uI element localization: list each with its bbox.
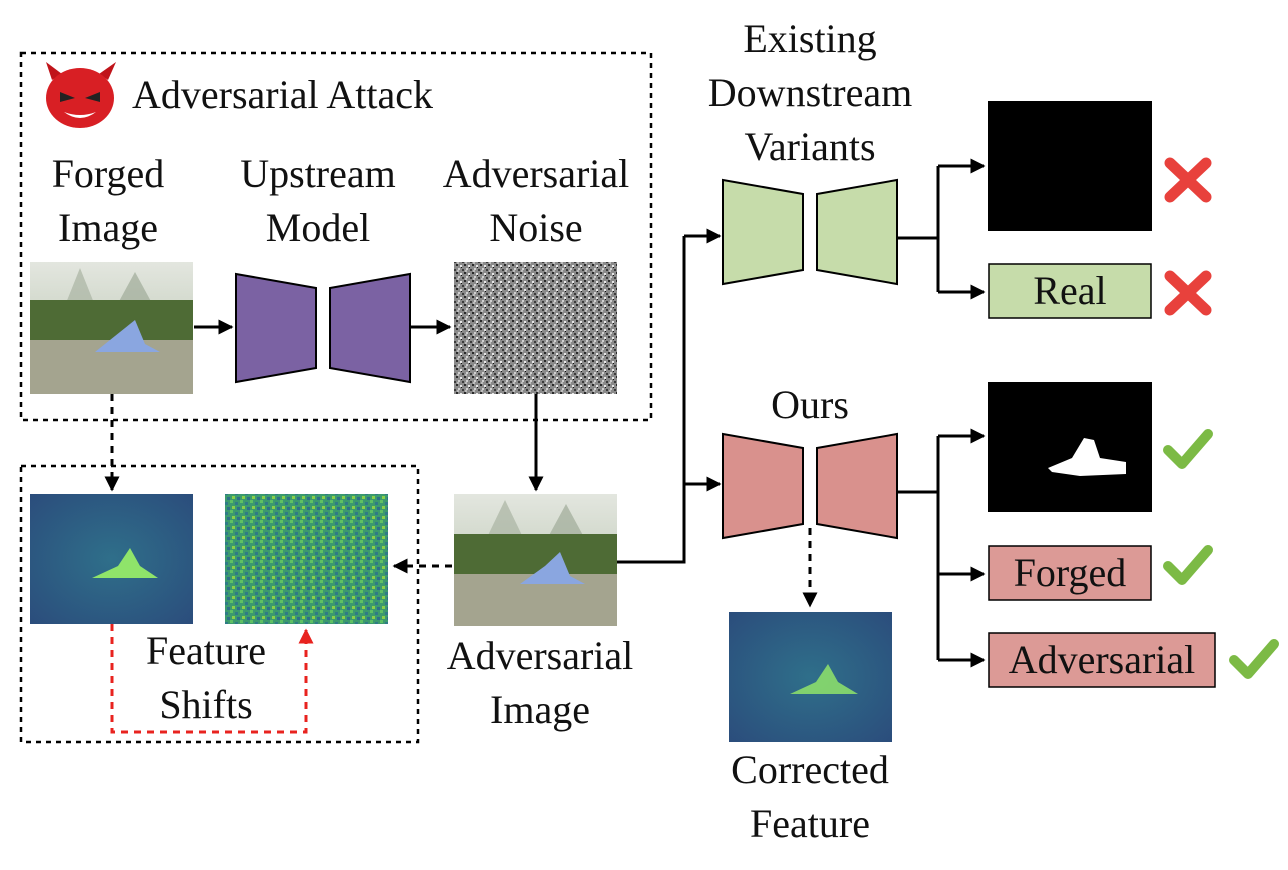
arrow-adv-image-branch: [617, 236, 686, 564]
corrected-feature-label-1: Corrected: [731, 747, 889, 792]
upstream-decoder: [329, 272, 411, 384]
ours-mask-output: [988, 382, 1152, 512]
existing-decoder: [816, 178, 898, 286]
forged-image-label-2: Image: [58, 205, 158, 250]
ours-decoder: [816, 432, 898, 540]
ours-label-adversarial-box: [988, 632, 1216, 688]
adversarial-noise-label-1: Adversarial: [443, 151, 630, 196]
forged-feature-map: [30, 494, 193, 624]
existing-label-2: Downstream: [708, 70, 912, 115]
ours-label-forged-box: [988, 545, 1152, 601]
upstream-encoder: [235, 272, 317, 384]
devil-icon: [46, 62, 116, 128]
adversarial-image: [454, 494, 617, 626]
upstream-model-label-2: Model: [266, 205, 370, 250]
ours-label-adversarial: Adversarial: [1009, 637, 1196, 682]
adversarial-noise-label-2: Noise: [489, 205, 582, 250]
existing-label-box: [988, 263, 1152, 319]
ours-output-branch: [897, 436, 940, 660]
corrected-feature-label-2: Feature: [750, 801, 870, 846]
feature-shifts-label-1: Feature: [146, 628, 266, 673]
adversarial-noise-image: [454, 262, 617, 394]
upstream-model-label-1: Upstream: [240, 151, 396, 196]
existing-output-branch: [897, 166, 940, 292]
ours-label-forged: Forged: [1014, 550, 1127, 595]
adversarial-image-label-1: Adversarial: [447, 633, 634, 678]
forged-image-label-1: Forged: [52, 151, 165, 196]
attack-group-title: Adversarial Attack: [132, 72, 433, 117]
existing-encoder: [722, 178, 804, 286]
check-icon: [1229, 639, 1279, 679]
feature-shift-arrow: [110, 624, 314, 734]
existing-label-3: Variants: [744, 124, 875, 169]
feature-shifts-label-2: Shifts: [159, 682, 252, 727]
adversarial-feature-map: [225, 494, 388, 624]
corrected-feature-map: [729, 612, 892, 742]
attack-group-border: [19, 51, 653, 422]
cross-icon: [1164, 270, 1212, 316]
ours-encoder: [722, 432, 804, 540]
existing-label-1: Existing: [743, 16, 876, 61]
feature-shift-group-border: [19, 464, 420, 744]
existing-mask-output: [988, 101, 1152, 231]
cross-icon: [1164, 157, 1212, 203]
ours-label: Ours: [771, 382, 849, 427]
adversarial-image-label-2: Image: [490, 687, 590, 732]
check-icon: [1163, 429, 1213, 469]
existing-label-real: Real: [1033, 268, 1106, 313]
check-icon: [1163, 545, 1213, 585]
forged-image: [30, 262, 193, 394]
